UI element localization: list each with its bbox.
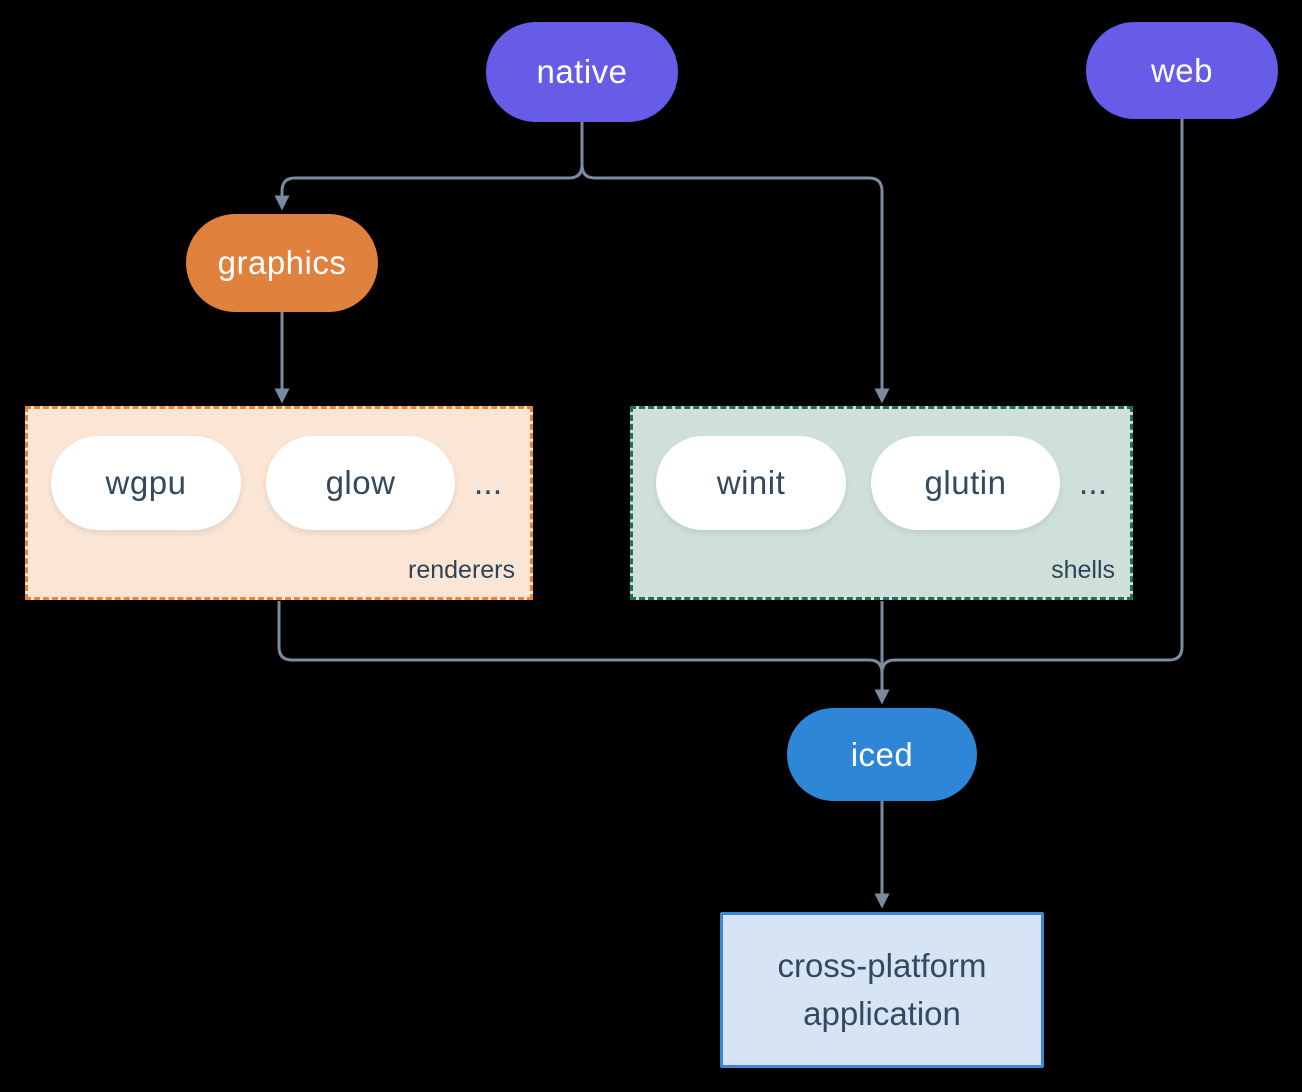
node-iced: iced [787, 708, 977, 801]
application-label-line2: application [803, 995, 961, 1032]
connector-renderers-to-junction [277, 601, 884, 674]
node-winit: winit [656, 436, 846, 530]
shells-group-label: shells [1051, 556, 1115, 584]
connector-native-to-shells [580, 122, 890, 404]
node-graphics: graphics [186, 214, 378, 312]
group-shells: winit glutin ... shells [630, 406, 1133, 600]
shells-ellipsis: ... [1078, 463, 1108, 502]
node-wgpu: wgpu [51, 436, 241, 530]
renderers-ellipsis: ... [473, 463, 503, 502]
application-label-line1: cross-platform [777, 947, 987, 984]
connector-native-to-graphics [274, 122, 584, 211]
renderers-group-label: renderers [408, 556, 515, 584]
node-native: native [486, 22, 678, 122]
node-cross-platform-application: cross-platform application [720, 912, 1044, 1068]
node-glutin: glutin [871, 436, 1060, 530]
group-renderers: wgpu glow ... renderers [25, 406, 533, 600]
node-web: web [1086, 22, 1278, 119]
node-glow: glow [266, 436, 455, 530]
